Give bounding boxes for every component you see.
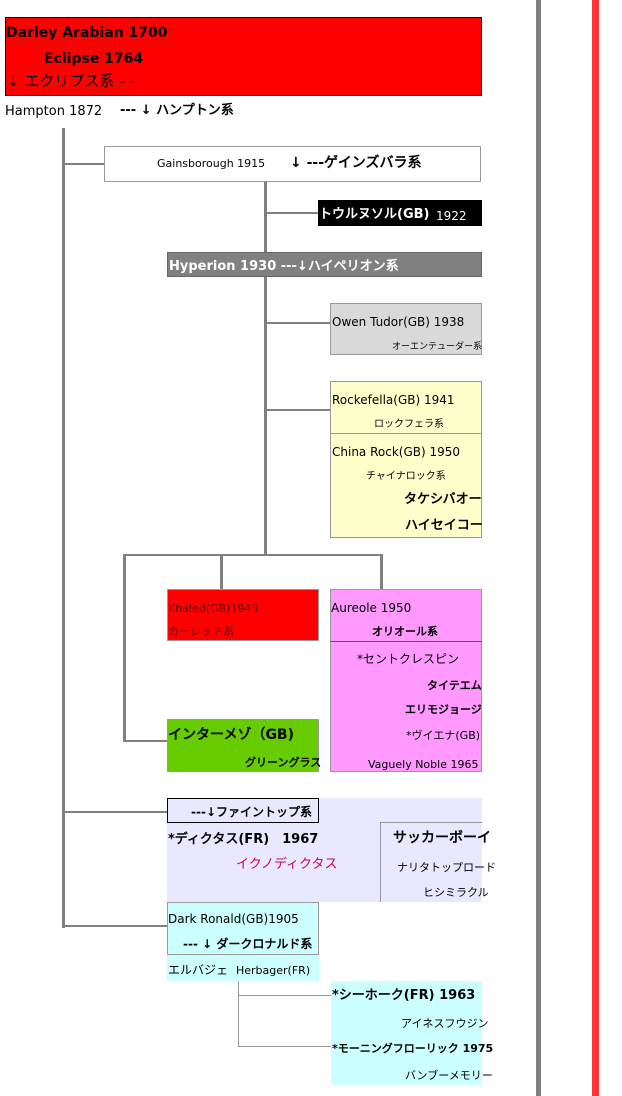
sea-hawk-box	[331, 981, 482, 1085]
narita-top-road-label: ナリタトップロード	[397, 861, 496, 874]
tournesol-year: 1922	[436, 209, 467, 223]
rockefella-branch: ロックフェラ系	[374, 419, 444, 430]
owen-tudor-label: Owen Tudor(GB) 1938	[332, 315, 465, 329]
hampton-branch-label: --- ↓ ハンプトン系	[120, 103, 234, 118]
haiseiko-label: ハイセイコー	[405, 518, 483, 533]
eclipse-branch-label: ↓ エクリプス系 - -	[7, 72, 135, 90]
intermezzo-box	[167, 719, 319, 772]
fine-top-box	[167, 798, 319, 823]
eclipse-label: Eclipse 1764	[44, 51, 144, 67]
gray-border-line	[536, 0, 541, 1096]
darley-arabian-label: Darley Arabian 1700	[6, 25, 168, 41]
tournesol-label: トウルヌソル(GB)	[319, 207, 430, 222]
soccer-boy-box	[380, 822, 482, 902]
aureole-divider	[330, 641, 482, 642]
dark-ronald-label: Dark Ronald(GB)1905	[168, 912, 299, 926]
saint-crespin-label: *セントクレスピン	[357, 652, 460, 666]
hyperion-label: Hyperion 1930 ---↓ハイペリオン系	[169, 259, 399, 274]
hampton-label: Hampton 1872	[5, 104, 103, 119]
rockefella-divider	[330, 433, 482, 434]
gainsborough-branch-label: ↓ ---ゲインズバラ系	[290, 155, 422, 171]
soccer-boy-label: サッカーボーイ	[393, 830, 491, 846]
taiteem-label: タイテエム	[427, 679, 482, 692]
rockefella-box	[330, 381, 482, 538]
fine-top-branch: ---↓ファイントップ系	[191, 805, 312, 819]
khaled-label: Khaled(GB)1943	[168, 602, 259, 615]
khaled-box	[167, 589, 319, 641]
hishi-miracle-label: ヒシミラクル	[423, 886, 489, 899]
red-border-line	[592, 0, 599, 1096]
erimo-george-label: エリモジョージ	[405, 703, 482, 716]
vienna-label: *ヴイエナ(GB)	[406, 729, 481, 742]
bamboo-memory-label: バンブーメモリー	[405, 1069, 493, 1082]
ines-fujin-label: アイネスフウジン	[401, 1017, 489, 1030]
ikuno-dictus-label: イクノディクタス	[236, 857, 338, 872]
green-grass-label: グリーングラス	[245, 756, 322, 769]
tournesol-box	[318, 200, 482, 226]
vaguely-noble-label: Vaguely Noble 1965	[368, 758, 479, 771]
herbager-label: Herbager(FR)	[236, 964, 311, 977]
dictus-label: *ディクタス(FR) 1967	[168, 832, 319, 847]
sea-hawk-label: *シーホーク(FR) 1963	[332, 988, 476, 1003]
dark-ronald-box	[167, 902, 319, 955]
aureole-branch: オリオール系	[372, 625, 438, 638]
owen-tudor-box	[330, 303, 482, 355]
rockefella-label: Rockefella(GB) 1941	[332, 393, 455, 407]
aureole-box	[330, 589, 482, 772]
herbager-row-bg	[167, 955, 319, 981]
aureole-label: Aureole 1950	[331, 601, 412, 615]
morning-frolic-label: *モーニングフローリック 1975	[332, 1042, 494, 1055]
gainsborough-label: Gainsborough 1915	[157, 157, 266, 170]
gainsborough-box	[104, 146, 481, 182]
china-rock-label: China Rock(GB) 1950	[332, 445, 461, 459]
hyperion-box	[167, 252, 482, 277]
eclipse-header-box	[5, 17, 482, 96]
khaled-branch: カーレッド系	[168, 625, 234, 638]
elbaje-label: エルバジェ	[168, 963, 229, 977]
intermezzo-label: インターメゾ（GB)	[168, 727, 295, 743]
china-rock-branch: チャイナロック系	[366, 471, 446, 482]
dark-ronald-branch: --- ↓ ダークロナルド系	[183, 937, 313, 951]
takeshibao-label: タケシバオー	[404, 492, 482, 507]
owen-tudor-branch: オーエンテューダー系	[392, 342, 483, 352]
